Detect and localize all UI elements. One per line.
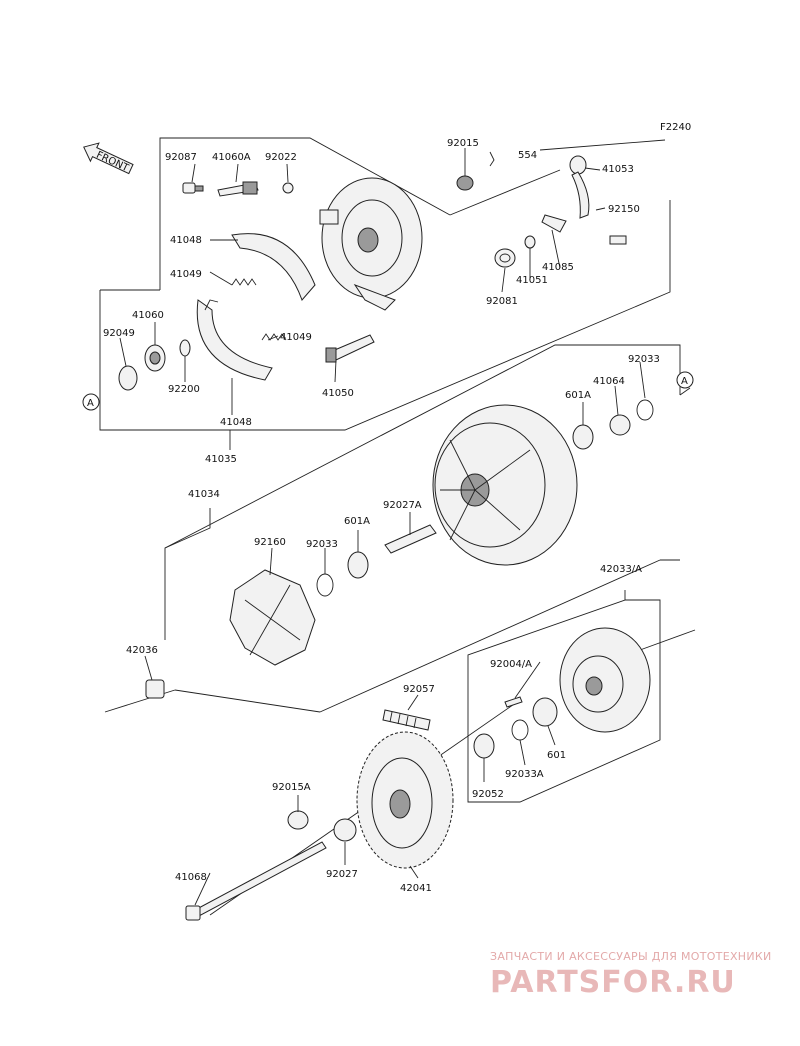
front-arrow: FRONT [83,142,134,175]
label-92015a: 92015A [272,782,311,793]
part-brake-shoe-upper [231,233,316,301]
part-92004a-stud [504,696,523,708]
part-92081-spring [494,248,516,268]
part-41034-hub [432,404,578,566]
part-42033-coupling [559,627,651,733]
label-41051: 41051 [516,275,548,286]
label-92087: 92087 [165,152,197,163]
ref-marker-a-right: A [676,371,694,389]
part-92027-collar [333,818,357,842]
part-41068-axle [185,841,327,921]
part-92057-chain [382,709,431,731]
watermark-logo: PARTSFOR.RU [490,965,736,1000]
part-41060a-shaft [217,181,259,197]
label-41050: 41050 [322,388,354,399]
part-92160-damper [229,569,316,666]
label-41085: 41085 [542,262,574,273]
label-92200: 92200 [168,384,200,395]
part-41085-indicator [541,214,567,233]
label-92049: 92049 [103,328,135,339]
part-92052-seal [473,733,495,759]
label-92033a: 92033A [505,769,544,780]
label-42036: 42036 [126,645,158,656]
label-41060: 41060 [132,310,164,321]
label-92081: 92081 [486,296,518,307]
front-arrow-label: FRONT [94,150,130,175]
part-labels: F2240 92087 41060A 92022 92015 554 41053… [103,122,691,894]
label-92027a: 92027A [383,500,422,511]
part-41051-washer [524,235,536,249]
label-41034: 41034 [188,489,220,500]
part-92087-bolt [182,182,204,194]
label-601a-right: 601A [565,390,591,401]
label-92160: 92160 [254,537,286,548]
label-41053: 41053 [602,164,634,175]
label-92004a: 92004/A [490,659,532,670]
part-601a-bearing-right [572,424,594,450]
label-41068: 41068 [175,872,207,883]
label-92057: 92057 [403,684,435,695]
ref-marker-a-left: A [82,393,100,411]
label-92027: 92027 [326,869,358,880]
label-601: 601 [547,750,566,761]
part-92015-nut [456,175,474,191]
part-554-pin [489,151,495,167]
part-92049-seal [118,365,138,391]
label-42041: 42041 [400,883,432,894]
ref-marker-a-right-text: A [681,376,688,387]
watermark: ЗАПЧАСТИ И АКСЕССУАРЫ ДЛЯ МОТОТЕХНИКИ PA… [490,950,772,1000]
part-41049-spring-upper [231,278,257,286]
label-41060a: 41060A [212,152,251,163]
label-554: 554 [518,150,537,161]
part-92033-circlip-right [636,399,654,421]
label-92033-right: 92033 [628,354,660,365]
label-41064: 41064 [593,376,625,387]
part-42036-collar [145,679,165,699]
ref-marker-a-left-text: A [87,398,94,409]
part-41050-cam-shaft [325,334,375,363]
part-92015a-nut [287,810,309,830]
label-42033a: 42033/A [600,564,642,575]
brake-assembly-frame [99,137,671,450]
label-92052: 92052 [472,789,504,800]
part-92033a-circlip [511,719,529,741]
label-92015: 92015 [447,138,479,149]
label-41049-lower: 41049 [280,332,312,343]
label-41035: 41035 [205,454,237,465]
part-brake-shoe-lower [196,299,273,381]
watermark-tagline: ЗАПЧАСТИ И АКСЕССУАРЫ ДЛЯ МОТОТЕХНИКИ [490,950,772,963]
label-92022: 92022 [265,152,297,163]
label-92150: 92150 [608,204,640,215]
label-41049-upper: 41049 [170,269,202,280]
part-41064-collar [609,414,631,436]
part-92033-circlip-left [316,573,334,597]
part-brake-panel [319,177,423,311]
part-42041-sprocket [356,731,454,869]
part-92022-nut [282,182,294,194]
part-92200-washer [179,339,191,357]
leader-lines [119,148,646,906]
part-92150-bolt [609,235,627,245]
part-41053-brake-arm [569,155,590,219]
part-601-bearing [532,697,558,727]
diagram-code: F2240 [660,122,691,133]
label-41048-upper: 41048 [170,235,202,246]
label-92033-left: 92033 [306,539,338,550]
part-41060-cam [144,344,166,372]
part-41049-spring-lower [261,333,287,341]
label-41048-lower: 41048 [220,417,252,428]
part-601a-bearing-left [347,551,369,579]
label-601a-left: 601A [344,516,370,527]
part-92027a-collar [384,524,437,554]
